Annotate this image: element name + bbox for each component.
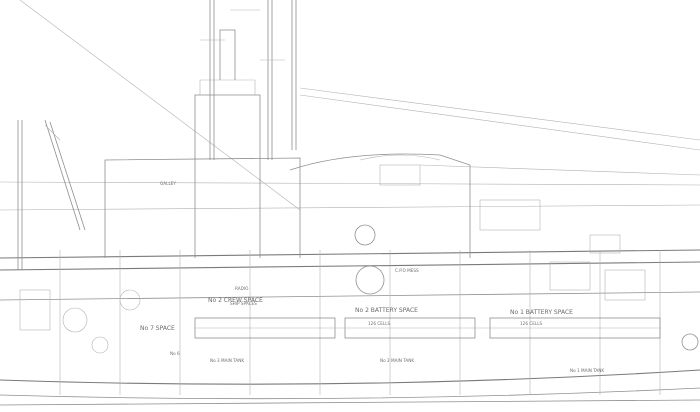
label-cells-aft: 126 CELLS: [520, 321, 543, 326]
label-cells-fwd: 126 CELLS: [368, 321, 391, 326]
frames: [59, 250, 661, 395]
compartment-labels: No 2 CREW SPACE No 2 BATTERY SPACE No 1 …: [140, 181, 604, 373]
label-tank-fwd: No 2 MAIN TANK: [380, 358, 414, 363]
label-crew-space: No 2 CREW SPACE: [208, 297, 263, 304]
label-galley: GALLEY: [160, 181, 176, 186]
label-ship-spaces: SHIP SPACES: [230, 301, 257, 306]
masts: [200, 0, 297, 160]
label-battery-aft: No 1 BATTERY SPACE: [510, 309, 573, 316]
label-cpo-mess: C.P.O MESS: [395, 268, 419, 273]
battery-rows: [194, 317, 661, 339]
label-tank-aft: No 1 MAIN TANK: [570, 368, 604, 373]
label-radio: RADIO: [235, 286, 249, 291]
superstructure: [104, 29, 621, 258]
machinery: [19, 224, 699, 354]
label-no6: No 6: [170, 351, 180, 356]
label-no7-space: No 7 SPACE: [140, 325, 175, 332]
deck-crane: [17, 119, 86, 270]
label-tank-mid: No 3 MAIN TANK: [210, 358, 244, 363]
rigging-lines: [0, 0, 700, 211]
label-battery-fwd: No 2 BATTERY SPACE: [355, 307, 418, 314]
hull-outline: [0, 249, 700, 406]
